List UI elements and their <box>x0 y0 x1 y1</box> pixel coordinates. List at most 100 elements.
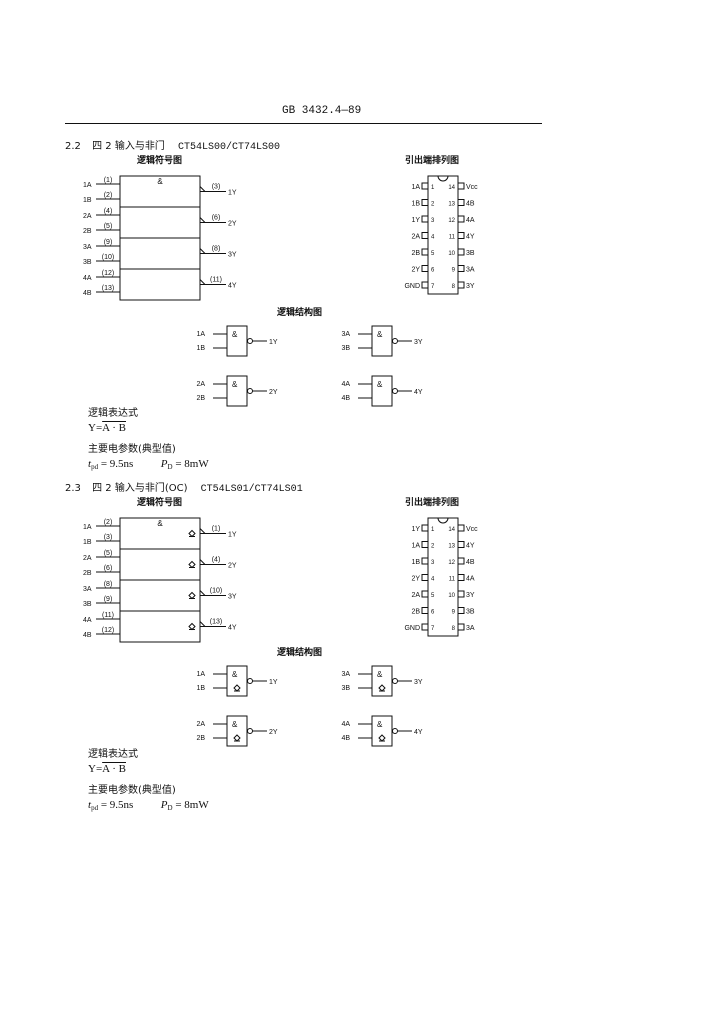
open-collector-mark <box>378 684 386 692</box>
pin-number: 13 <box>448 544 455 550</box>
gate-qualifier: & <box>377 670 383 679</box>
pin-number: 9 <box>452 610 456 616</box>
pin-name: Vcc <box>466 526 478 533</box>
input-label: 2A <box>83 555 92 562</box>
inversion-bubble <box>247 728 253 734</box>
pin-number: 8 <box>452 284 456 290</box>
pin-pad <box>421 215 429 223</box>
inversion-bubble <box>392 338 398 344</box>
gate-output-label: 4Y <box>414 729 423 736</box>
pin-number: 9 <box>452 268 456 274</box>
pin-name: 3A <box>466 625 475 632</box>
header-rule <box>65 123 542 124</box>
expression-lhs: Y= <box>88 763 103 775</box>
pin-name: 3A <box>466 267 475 274</box>
pin-pad <box>457 232 465 239</box>
input-label: 1A <box>83 524 92 531</box>
tpd-value: = 9.5ns <box>100 799 134 811</box>
gate-input-label: 2A <box>196 381 205 388</box>
gate-qualifier: & <box>232 720 238 729</box>
inversion-indicator <box>199 559 207 565</box>
gate-block <box>119 206 201 239</box>
open-collector-mark <box>378 734 386 742</box>
tpd-symbol: t <box>88 458 92 470</box>
inversion-indicator <box>199 248 207 254</box>
pin-pad <box>457 607 465 614</box>
gate-block <box>119 548 201 581</box>
pin-number: 4 <box>431 235 435 241</box>
gate-qualifier: & <box>232 670 238 679</box>
output-label: 2Y <box>228 563 237 570</box>
pin-pad <box>421 199 429 206</box>
pin-number: 1 <box>431 527 435 533</box>
pin-name: 1Y <box>411 526 420 533</box>
pin-number: 2 <box>431 544 435 550</box>
gate-qualifier: & <box>232 330 238 339</box>
inversion-indicator <box>199 279 207 285</box>
input-label: 2B <box>83 228 92 235</box>
pin-name: 4A <box>466 217 475 224</box>
pin-name: 3Y <box>466 283 475 290</box>
pd-symbol: P <box>160 799 168 811</box>
expression-rhs: A · B <box>102 763 126 775</box>
pin1-notch <box>437 517 449 524</box>
pin-pad <box>457 248 465 256</box>
input-pin-number: (3) <box>104 534 113 541</box>
output-pin-number: (3) <box>212 184 221 191</box>
pin-name: 2Y <box>411 267 420 274</box>
input-label: 1B <box>83 539 92 546</box>
logic-symbol-diagram: 1A(1)1B(2)(3)1Y2A(4)2B(5)(6)2Y3A(9)3B(10… <box>83 175 237 301</box>
output-pin-number: (1) <box>212 526 221 533</box>
structure-caption: 逻辑结构图 <box>277 648 323 658</box>
output-label: 3Y <box>228 252 237 259</box>
expression-label: 逻辑表达式 <box>88 408 138 419</box>
part-number: CT54LS00/CT74LS00 <box>178 142 281 153</box>
output-label: 4Y <box>228 625 237 632</box>
pin-name: 2B <box>411 609 420 616</box>
pin-number: 7 <box>431 626 435 632</box>
input-label: 2A <box>83 213 92 220</box>
input-label: 4A <box>83 617 92 624</box>
output-label: 4Y <box>228 283 237 290</box>
gate-qualifier: & <box>157 177 163 186</box>
inversion-indicator <box>199 528 207 534</box>
inversion-indicator <box>199 590 207 596</box>
logic-symbol-caption: 逻辑符号图 <box>137 498 183 508</box>
tpd-sub: pd <box>91 463 99 471</box>
input-label: 3B <box>83 259 92 266</box>
pin-name: 2B <box>411 250 420 257</box>
output-pin-number: (4) <box>212 557 221 564</box>
open-collector-mark <box>188 560 196 569</box>
gate-output-label: 2Y <box>269 389 278 396</box>
inversion-indicator <box>199 186 207 192</box>
input-pin-number: (5) <box>104 223 113 230</box>
pinout-caption: 引出端排列图 <box>405 498 460 508</box>
gate-input-label: 2B <box>196 395 205 402</box>
pd-sub: D <box>167 804 173 812</box>
logic-symbol-caption: 逻辑符号图 <box>137 156 183 166</box>
pin-number: 6 <box>431 268 435 274</box>
input-pin-number: (6) <box>104 565 113 572</box>
section-number: 2.3 <box>65 483 81 494</box>
gate-input-label: 4A <box>341 381 350 388</box>
gate-input-label: 4B <box>341 735 350 742</box>
gate-input-label: 3A <box>341 331 350 338</box>
output-label: 1Y <box>228 532 237 539</box>
inversion-bubble <box>247 388 253 394</box>
input-label: 2B <box>83 570 92 577</box>
pin-name: 2A <box>411 592 420 599</box>
pin-pad <box>421 265 429 272</box>
open-collector-mark <box>233 684 241 692</box>
pin-pad <box>457 557 465 565</box>
pin-number: 2 <box>431 202 435 208</box>
gate-qualifier: & <box>377 330 383 339</box>
pin-pad <box>457 541 465 548</box>
pd-symbol: P <box>160 458 168 470</box>
pin-name: 2A <box>411 234 420 241</box>
output-pin-number: (8) <box>212 246 221 253</box>
gate-output-label: 1Y <box>269 679 278 686</box>
inversion-bubble <box>392 678 398 684</box>
pin-pad <box>421 541 429 548</box>
